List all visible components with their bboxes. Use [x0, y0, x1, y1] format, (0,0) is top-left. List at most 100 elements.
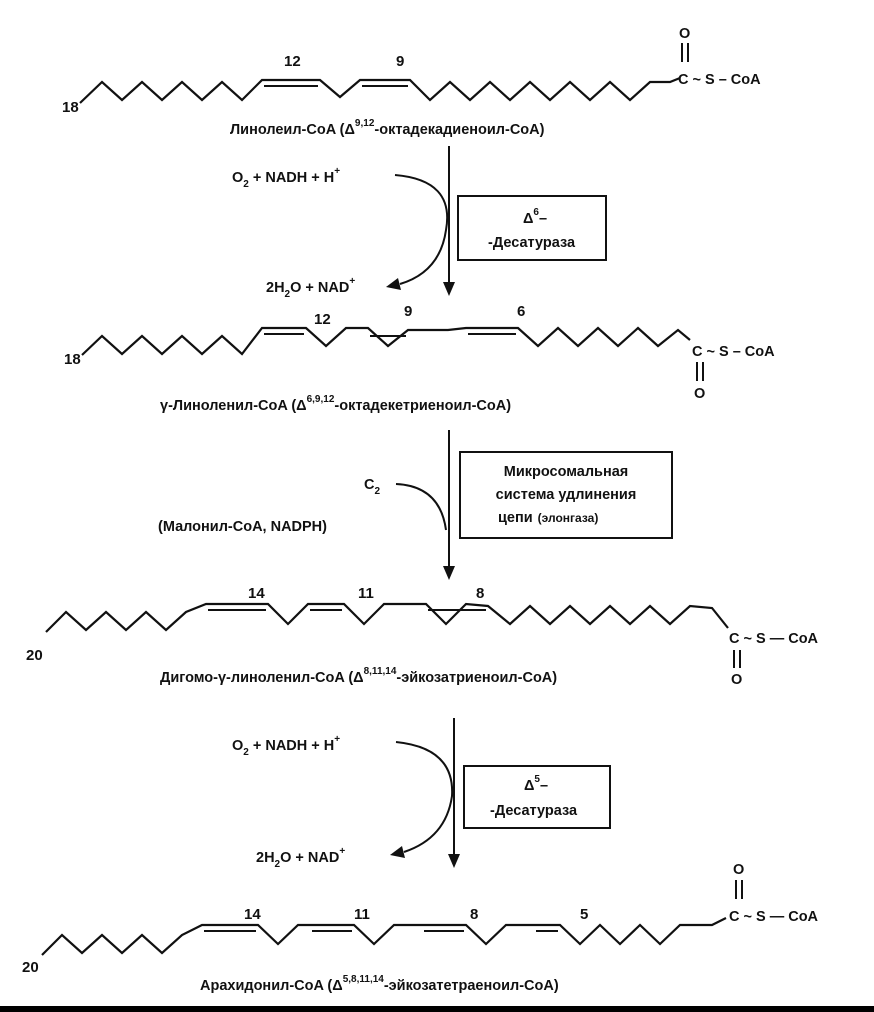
formula-part: O — [232, 170, 243, 186]
formula-part: + NADH + H — [249, 738, 334, 754]
carbonyl-oxygen: O — [731, 672, 742, 688]
arrow-head — [443, 566, 455, 580]
cofactor-curve-arrow — [395, 741, 454, 853]
enzyme-superscript: 5 — [534, 774, 540, 785]
enzyme-text: цепи — [498, 510, 533, 526]
caption-text: Дигомо-γ-линоленил-CoA (Δ — [160, 670, 364, 686]
formula-part: + NADH + H — [249, 170, 334, 186]
thioester-group: C ~ S — CoA — [729, 631, 819, 647]
molecule-dihomo-gamma-linolenoyl-coa: 20 14 11 8 C ~ S — CoA O Дигомо-γ-линоле… — [26, 585, 819, 688]
arrow-head — [386, 278, 401, 290]
thioester-group: C ~ S — CoA — [729, 909, 819, 925]
carbon-count-20: 20 — [22, 959, 39, 976]
formula-part: 2H — [256, 850, 275, 866]
carbonyl-oxygen: O — [733, 862, 744, 878]
arrow-head — [443, 282, 455, 296]
cofactor-output: 2H2O + NAD+ — [266, 276, 355, 300]
cofactor-curve-arrow — [395, 483, 447, 531]
enzyme-box — [457, 195, 607, 261]
enzyme-dash: – — [539, 211, 547, 227]
bond-position-label: 12 — [314, 311, 331, 328]
molecule-caption: γ-Линоленил-CoA (Δ6,9,12-октадекетриенои… — [160, 394, 511, 414]
carbonyl-oxygen: O — [694, 386, 705, 402]
enzyme-name: система удлинения — [496, 487, 637, 503]
bond-position-label: 8 — [470, 906, 478, 923]
enzyme-name: Δ5– — [524, 774, 548, 794]
caption-text: -октадекетриеноил-CoA) — [334, 398, 511, 414]
bond-position-label: 11 — [354, 906, 370, 923]
bond-position-label: 11 — [358, 585, 374, 602]
molecule-caption: Дигомо-γ-линоленил-CoA (Δ8,11,14-эйкозат… — [160, 666, 557, 686]
step-delta5-desaturase: O2 + NADH + H+ 2H2O + NAD+ Δ5– -Десатура… — [232, 718, 611, 870]
caption-text: Арахидонил-CoA (Δ — [200, 978, 343, 994]
carbon-count-20: 20 — [26, 647, 43, 664]
molecule-linoleoyl-coa: 18 12 9 O C ~ S – CoA Линолеил-CoA (Δ9,1… — [62, 26, 761, 138]
bond-position-label: 14 — [244, 906, 261, 923]
formula-superscript: + — [334, 734, 340, 745]
arrow-head — [390, 846, 405, 858]
enzyme-name: Δ6– — [523, 207, 547, 227]
cofactor-input: O2 + NADH + H+ — [232, 166, 340, 190]
enzyme-box — [459, 451, 673, 539]
enzyme-delta: Δ — [523, 211, 533, 227]
molecule-gamma-linolenoyl-coa: 18 12 9 6 C ~ S – CoA O γ-Линоленил-CoA … — [64, 303, 775, 414]
elongase-cofactors: (Малонил-CoA, NADPH) — [158, 519, 327, 535]
formula-superscript: + — [334, 166, 340, 177]
caption-superscript: 5,8,11,14 — [343, 974, 385, 985]
enzyme-name: Микросомальная — [504, 464, 629, 480]
formula-subscript: 2 — [285, 289, 291, 300]
step-elongase: C2 (Малонил-CoA, NADPH) Микросомальная с… — [158, 430, 673, 580]
cofactor-curve-arrow — [394, 174, 449, 285]
molecule-caption: Арахидонил-CoA (Δ5,8,11,14-эйкозатетраен… — [200, 974, 559, 994]
formula-superscript: + — [349, 276, 355, 287]
formula-superscript: + — [339, 846, 345, 857]
carbon-count-18: 18 — [64, 351, 81, 368]
caption-superscript: 8,11,14 — [364, 666, 397, 677]
enzyme-name: -Десатураза — [488, 235, 576, 251]
bond-position-label: 5 — [580, 906, 588, 923]
enzyme-name: цепи (элонгаза) — [498, 510, 598, 526]
caption-superscript: 6,9,12 — [307, 394, 335, 405]
thioester-group: C ~ S – CoA — [678, 72, 761, 88]
formula-part: C — [364, 477, 375, 493]
step-delta6-desaturase: O2 + NADH + H+ 2H2O + NAD+ Δ6– -Десатура… — [232, 146, 607, 300]
carbon-chain — [81, 326, 691, 356]
enzyme-dash: – — [540, 778, 548, 794]
enzyme-superscript: 6 — [533, 207, 539, 218]
formula-part: O + NAD — [290, 280, 349, 296]
caption-text: γ-Линоленил-CoA (Δ — [160, 398, 307, 414]
caption-text: Линолеил-CoA (Δ — [230, 122, 355, 138]
caption-superscript: 9,12 — [355, 118, 375, 129]
enzyme-name: -Десатураза — [490, 803, 578, 819]
carbon-chain — [45, 602, 729, 633]
formula-part: O + NAD — [280, 850, 339, 866]
molecule-caption: Линолеил-CoA (Δ9,12-октадекадиеноил-CoA) — [230, 118, 545, 138]
enzyme-box — [463, 765, 611, 829]
enzyme-text-small: (элонгаза) — [538, 511, 599, 525]
bond-position-label: 12 — [284, 53, 301, 70]
caption-text: -эйкозатетраеноил-CoA) — [384, 978, 559, 994]
carbon-chain — [41, 917, 727, 956]
formula-subscript: 2 — [275, 859, 281, 870]
arrow-head — [448, 854, 460, 868]
enzyme-delta: Δ — [524, 778, 534, 794]
molecule-arachidonoyl-coa: 20 14 11 8 5 O C ~ S — CoA Арахидонил-Co… — [22, 862, 819, 994]
cofactor-input: C2 — [364, 477, 380, 497]
caption-text: -эйкозатриеноил-CoA) — [396, 670, 557, 686]
cofactor-output: 2H2O + NAD+ — [256, 846, 345, 870]
carbon-chain — [79, 76, 681, 104]
cofactor-input: O2 + NADH + H+ — [232, 734, 340, 758]
formula-subscript: 2 — [374, 486, 380, 497]
formula-subscript: 2 — [243, 179, 249, 190]
bond-position-label: 14 — [248, 585, 265, 602]
bond-position-label: 9 — [404, 303, 412, 320]
formula-subscript: 2 — [243, 747, 249, 758]
caption-text: -октадекадиеноил-CoA) — [374, 122, 544, 138]
thioester-group: C ~ S – CoA — [692, 344, 775, 360]
bond-position-label: 9 — [396, 53, 404, 70]
bond-position-label: 6 — [517, 303, 525, 320]
formula-part: O — [232, 738, 243, 754]
bottom-border — [0, 1006, 874, 1012]
carbon-count-18: 18 — [62, 99, 79, 116]
